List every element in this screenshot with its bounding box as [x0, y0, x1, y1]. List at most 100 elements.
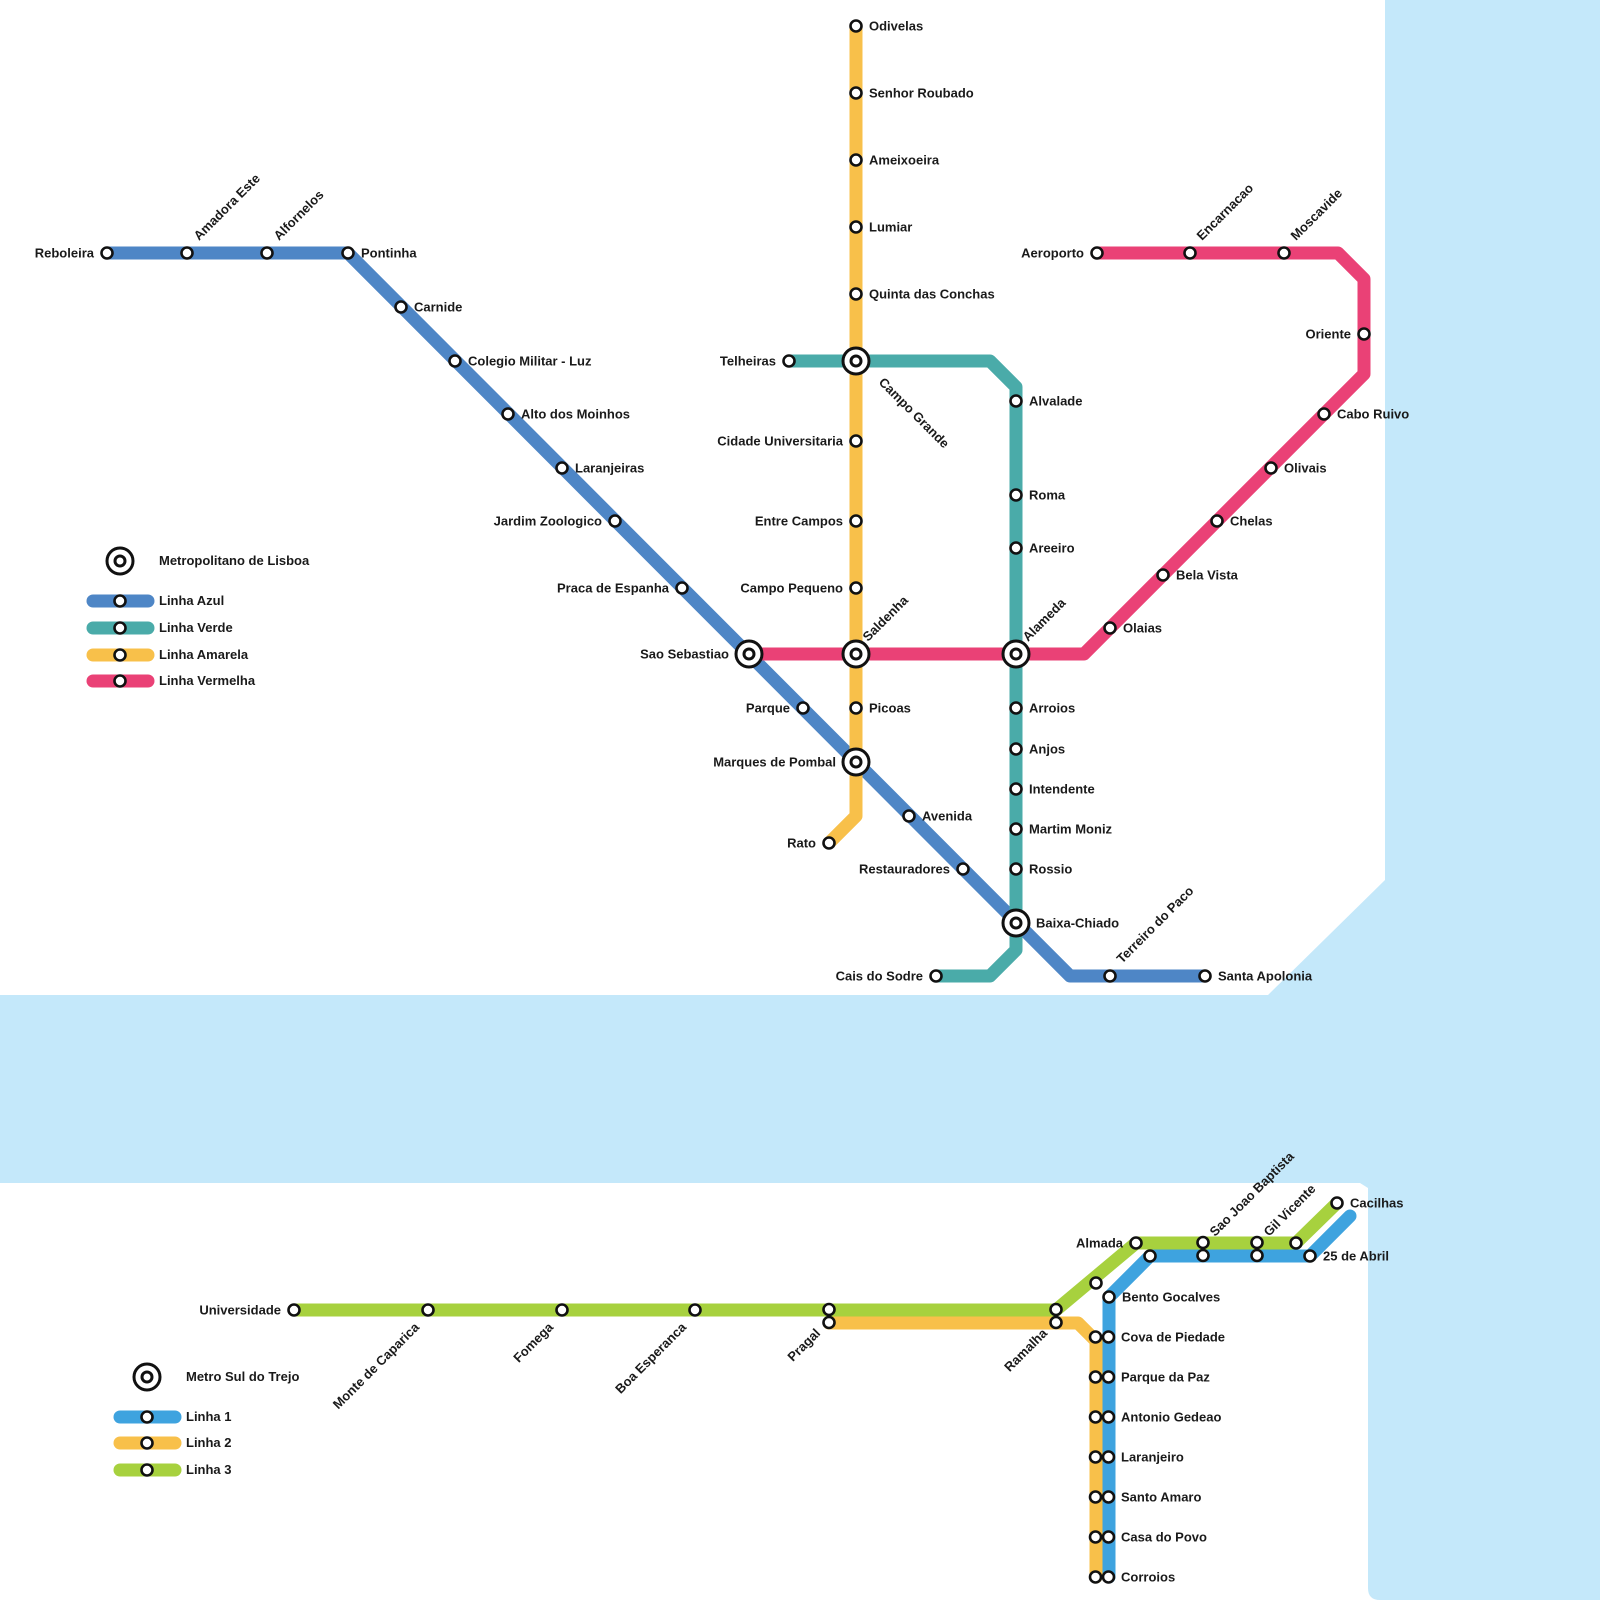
station-alfornelos-icon [260, 246, 274, 260]
station-roma-icon [1009, 488, 1023, 502]
station-parque-da-paz-icon [1101, 1370, 1116, 1384]
station-cais-do-sodre-label: Cais do Sodre [836, 969, 923, 984]
legend-sul: Metro Sul do Trejo Linha 1 Linha 2 Linha… [113, 1362, 299, 1477]
station-intendente-icon [1009, 782, 1023, 796]
station-bento-gocalves-label: Bento Gocalves [1122, 1290, 1220, 1305]
station-reboleira-icon [100, 246, 114, 260]
station-encarnacao-label: Encarnacao [1194, 180, 1257, 243]
station-corroios-icon [1088, 1570, 1103, 1584]
station-rossio-icon [1009, 862, 1023, 876]
station-marques-de-pombal-label: Marques de Pombal [713, 755, 836, 770]
station-alameda-interchange-core [1009, 647, 1023, 661]
station-campo-grande-label: Campo Grande [876, 375, 953, 452]
station-icon [140, 1436, 154, 1450]
station-reboleira-label: Reboleira [35, 246, 95, 261]
station-laranjeiro-icon [1088, 1450, 1103, 1464]
station-cidade-universitaria-label: Cidade Universitaria [717, 434, 843, 449]
station-cidade-universitaria-icon [849, 434, 863, 448]
line-linha-2 [822, 1316, 1103, 1584]
station-amadora-este-label: Amadora Este [191, 171, 263, 243]
station-carnide-label: Carnide [414, 300, 462, 315]
station-telheiras-label: Telheiras [720, 354, 776, 369]
legend-label-linha-vermelha: Linha Vermelha [159, 673, 256, 688]
station-colegio-militar-label: Colegio Militar - Luz [468, 354, 592, 369]
station-vinte-cinco-de-abril-label: 25 de Abril [1323, 1249, 1389, 1264]
station-terreiro-do-paco-icon [1103, 969, 1117, 983]
station-rossio-label: Rossio [1029, 862, 1072, 877]
station-chelas-icon [1210, 514, 1224, 528]
station-telheiras-icon [782, 354, 796, 368]
station-ramalha-label: Ramalha [1001, 1325, 1050, 1374]
station-martim-moniz-icon [1009, 822, 1023, 836]
station-olaias-icon [1103, 621, 1117, 635]
station-martim-moniz-label: Martim Moniz [1029, 822, 1113, 837]
station-parque-label: Parque [746, 701, 790, 716]
station-picoas-label: Picoas [869, 701, 911, 716]
station-odivelas-icon [849, 19, 863, 33]
station-laranjeiras-label: Laranjeiras [575, 461, 644, 476]
station-entre-campos-label: Entre Campos [755, 514, 843, 529]
station-cova-de-piedade-icon [1101, 1330, 1116, 1344]
station-sao-joao-baptista-icon [1196, 1235, 1210, 1250]
station-icon [113, 674, 127, 688]
station-vinte-cinco-de-abril-icon [1303, 1249, 1317, 1263]
station-ramalha-icon [1049, 1302, 1063, 1317]
station-santa-apolonia-icon [1198, 969, 1212, 983]
station-fomega-icon [555, 1303, 569, 1317]
station-sao-sebastiao-interchange-core [742, 647, 756, 661]
station-monte-de-caparica-icon [421, 1303, 435, 1317]
station-boa-esperanca-label: Boa Esperanca [612, 1319, 690, 1397]
station-almada-label: Almada [1076, 1236, 1124, 1251]
station-entre-campos-icon [849, 514, 863, 528]
station-senhor-roubado-label: Senhor Roubado [869, 86, 974, 101]
station-avenida-icon [902, 809, 916, 823]
station-lumiar-label: Lumiar [869, 220, 912, 235]
station-cabo-ruivo-label: Cabo Ruivo [1337, 407, 1409, 422]
station-gil-vicente-icon [1250, 1248, 1264, 1263]
station-picoas-icon [849, 701, 863, 715]
station-almada-icon [1129, 1236, 1143, 1250]
station-roma-label: Roma [1029, 488, 1066, 503]
station-gil-vicente-icon [1250, 1235, 1264, 1250]
station-aeroporto-label: Aeroporto [1021, 246, 1084, 261]
station-junction-icon-1 [1143, 1249, 1157, 1263]
station-anjos-icon [1009, 742, 1023, 756]
legend-label-linha-3: Linha 3 [186, 1462, 232, 1477]
station-cova-de-piedade-label: Cova de Piedade [1121, 1330, 1225, 1345]
station-corroios-icon [1101, 1570, 1116, 1584]
station-alvalade-label: Alvalade [1029, 394, 1082, 409]
station-casa-do-povo-icon [1101, 1530, 1116, 1544]
legend-label-linha-azul: Linha Azul [159, 593, 224, 608]
station-alto-dos-moinhos-label: Alto dos Moinhos [521, 407, 630, 422]
station-baixa-chiado-label: Baixa-Chiado [1036, 916, 1119, 931]
station-odivelas-label: Odivelas [869, 19, 923, 34]
station-ramalha-icon [1049, 1315, 1063, 1330]
station-ameixoeira-icon [849, 153, 863, 167]
legend-label-linha-amarela: Linha Amarela [159, 647, 249, 662]
station-alfornelos-label: Alfornelos [271, 187, 327, 243]
station-cacilhas-label: Cacilhas [1350, 1196, 1403, 1211]
line-linha-azul [100, 246, 1212, 983]
station-antonio-gedeao-label: Antonio Gedeao [1121, 1410, 1221, 1425]
station-icon [113, 621, 127, 635]
station-jardim-zoologico-icon [608, 514, 622, 528]
station-saldanha-interchange-core [849, 647, 863, 661]
sul-lines [287, 1196, 1357, 1584]
station-santo-amaro-icon [1088, 1490, 1103, 1504]
station-parque-da-paz-label: Parque da Paz [1121, 1370, 1210, 1385]
station-alto-dos-moinhos-icon [501, 407, 515, 421]
station-icon [140, 1463, 154, 1477]
station-corroios-label: Corroios [1121, 1570, 1175, 1585]
station-casa-do-povo-icon [1088, 1530, 1103, 1544]
station-laranjeiras-icon [555, 461, 569, 475]
station-santa-apolonia-label: Santa Apolonia [1218, 969, 1313, 984]
station-aeroporto-icon [1090, 246, 1104, 260]
station-cacilhas-icon [1330, 1196, 1344, 1210]
station-arroios-icon [1009, 701, 1023, 715]
station-olivais-label: Olivais [1284, 461, 1327, 476]
station-pragal-icon [822, 1315, 836, 1330]
legend-label-linha-verde: Linha Verde [159, 620, 233, 635]
legend-label-linha-2: Linha 2 [186, 1435, 232, 1450]
station-santo-amaro-label: Santo Amaro [1121, 1490, 1201, 1505]
station-intendente-label: Intendente [1029, 782, 1095, 797]
